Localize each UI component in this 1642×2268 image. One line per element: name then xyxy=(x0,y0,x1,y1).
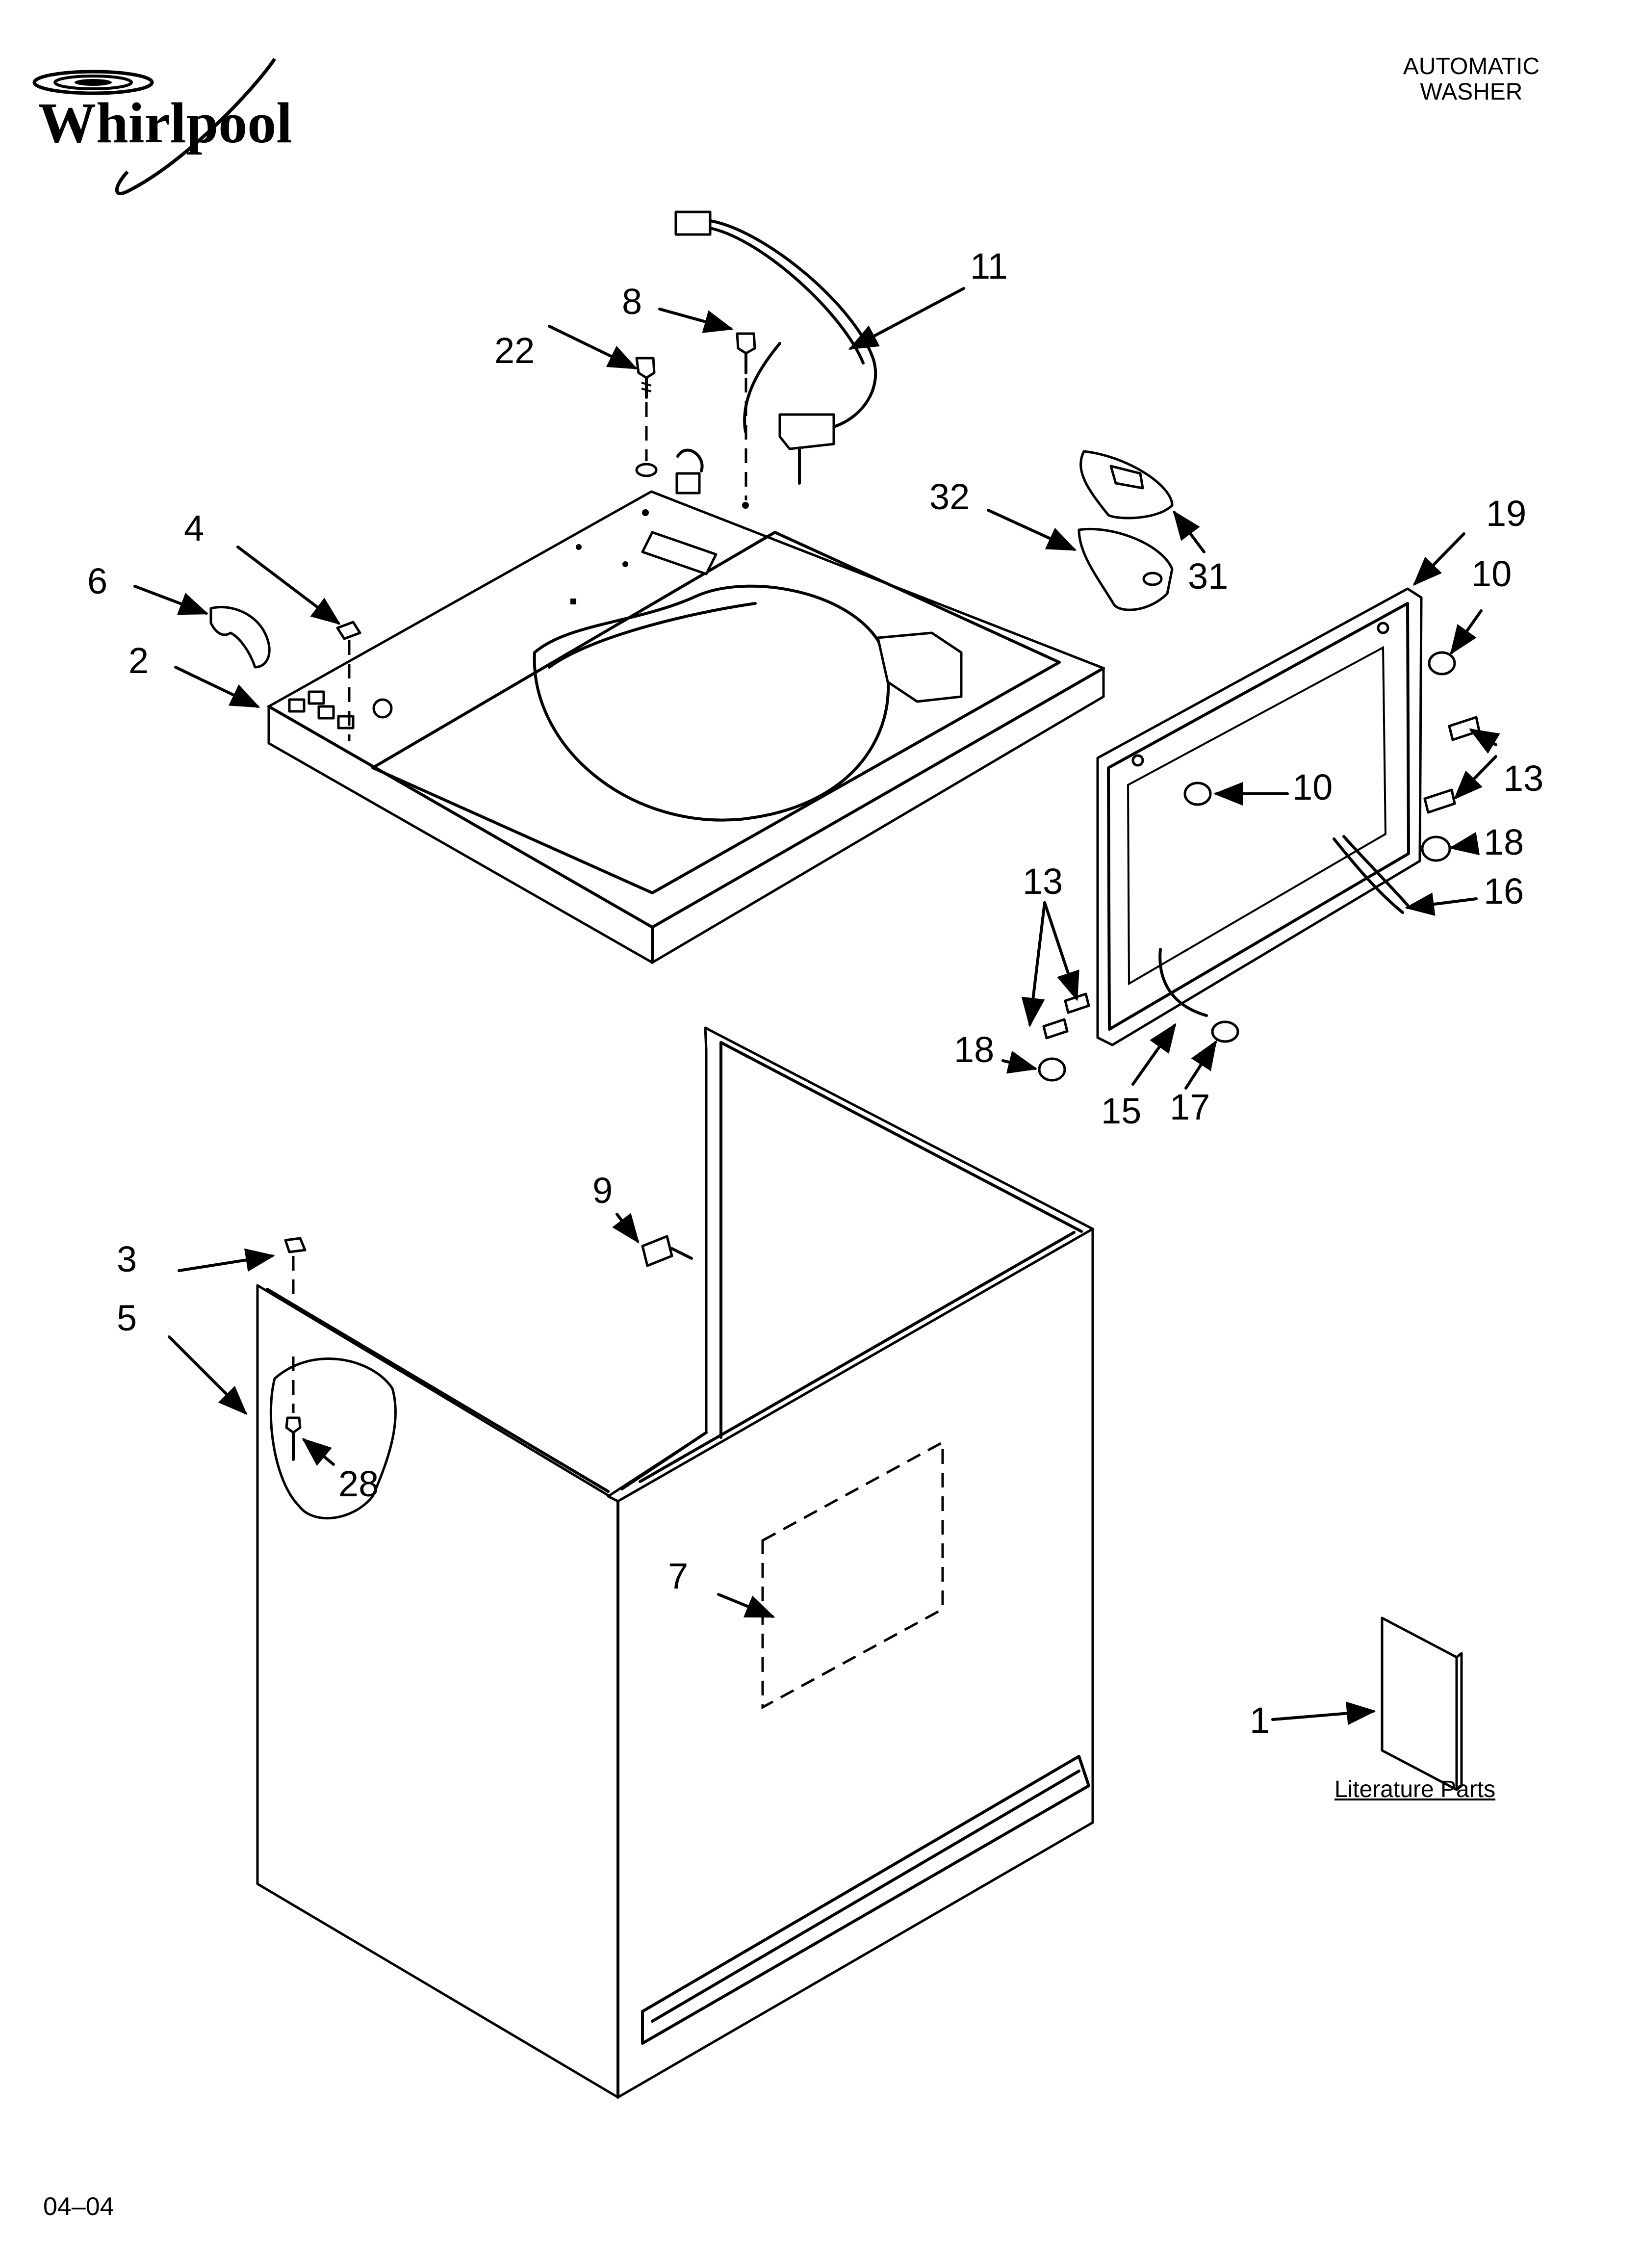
callout-1: 1 xyxy=(1250,1700,1270,1741)
lid-assembly xyxy=(1096,587,1423,1046)
literature-parts-label: Literature Parts xyxy=(1334,1776,1496,1802)
callout-32: 32 xyxy=(929,476,970,517)
clip-4 xyxy=(336,621,361,741)
callout-3: 3 xyxy=(117,1239,137,1279)
dispenser-base-32 xyxy=(1078,528,1174,611)
screw-9 xyxy=(641,1235,693,1267)
whirlpool-logo: Whirlpool xyxy=(32,58,292,195)
callout-18-left: 18 xyxy=(954,1029,994,1070)
callout-10-lower: 10 xyxy=(1292,767,1333,808)
callout-7: 7 xyxy=(668,1556,688,1596)
page-code: 04–04 xyxy=(43,2192,114,2221)
callout-31: 31 xyxy=(1188,556,1228,597)
cabinet xyxy=(256,1026,1094,2099)
callout-6: 6 xyxy=(87,561,107,601)
logo-wordmark: Whirlpool xyxy=(38,91,292,155)
callout-19: 19 xyxy=(1486,493,1526,534)
callout-2: 2 xyxy=(128,640,149,681)
callout-9: 9 xyxy=(592,1170,613,1211)
callout-13-right: 13 xyxy=(1503,758,1543,799)
literature-booklet xyxy=(1381,1616,1463,1791)
callout-16: 16 xyxy=(1484,871,1524,912)
callout-17: 17 xyxy=(1170,1087,1210,1127)
callout-10-upper: 10 xyxy=(1471,553,1512,594)
lid-switch-harness-11 xyxy=(674,210,877,485)
callout-11: 11 xyxy=(970,246,1008,287)
callout-8: 8 xyxy=(622,281,642,322)
screw-28 xyxy=(285,1356,302,1461)
top-panel xyxy=(267,472,1105,964)
screw-8 xyxy=(736,332,756,500)
callout-18-right: 18 xyxy=(1484,822,1524,862)
callout-5: 5 xyxy=(117,1298,137,1338)
callout-4: 4 xyxy=(184,508,204,548)
title-washer: WASHER xyxy=(1420,79,1523,105)
callout-15: 15 xyxy=(1101,1091,1141,1131)
dispenser-cup-31 xyxy=(1079,450,1174,520)
callout-labels: 1 2 3 4 5 6 7 8 9 10 10 11 13 13 15 16 1… xyxy=(87,246,1543,1741)
callout-13-left: 13 xyxy=(1023,861,1063,902)
hinge-screw-22 xyxy=(635,357,658,477)
callout-28: 28 xyxy=(338,1463,379,1504)
leader-arrows xyxy=(133,287,1500,1725)
title-automatic: AUTOMATIC xyxy=(1403,53,1540,79)
clip-6 xyxy=(209,605,271,669)
callout-22: 22 xyxy=(494,330,535,371)
